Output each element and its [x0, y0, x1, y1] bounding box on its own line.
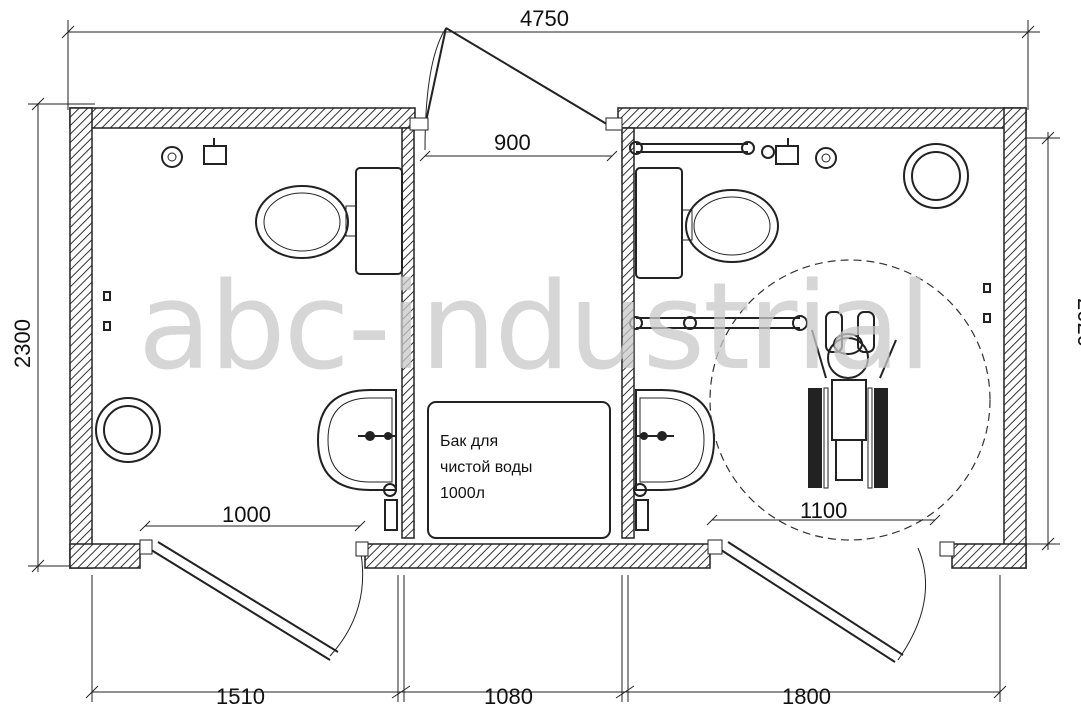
paper-holder-icon: [203, 138, 227, 165]
floor-drain-icon: [761, 145, 837, 169]
paper-holder-icon: [775, 138, 799, 165]
left-cabin-fixtures: [95, 138, 403, 531]
dim-overall-width: 4750: [520, 6, 569, 31]
water-tank: Бак для чистой воды 1000л: [427, 401, 611, 539]
walls: [69, 107, 1027, 569]
dim-width-right: 1800: [782, 684, 831, 709]
tank-label-line1: Бак для: [440, 433, 498, 450]
dim-width-center: 1080: [484, 684, 533, 709]
dim-door-center: 900: [494, 130, 531, 155]
doors: [139, 27, 955, 663]
vent-icon: [903, 143, 969, 209]
wheelchair-icon: [808, 311, 897, 489]
dim-height-left: 2300: [10, 319, 35, 368]
toilet-icon: [255, 167, 403, 275]
grab-bar-icon: [629, 315, 808, 331]
vent-icon: [95, 397, 161, 463]
dim-width-left: 1510: [216, 684, 265, 709]
watermark: abc-industrial: [138, 258, 930, 397]
dimension-labels: 4750 900 2300 2020 1000 1100 1510 1080 1…: [10, 6, 1081, 709]
toilet-icon: [635, 167, 779, 279]
soap-dispenser-icon: [633, 483, 649, 531]
sink-icon: [635, 389, 716, 491]
dim-door-left: 1000: [222, 502, 271, 527]
soap-dispenser-icon: [383, 483, 398, 531]
dim-height-right: 2020: [1073, 298, 1081, 347]
floor-drain-icon: [161, 146, 183, 168]
grab-hook-icon: [983, 283, 991, 323]
grab-hook-icon: [103, 291, 111, 331]
sink-icon: [316, 389, 397, 491]
tank-label-line3: 1000л: [440, 485, 485, 502]
right-cabin-fixtures: [629, 138, 991, 541]
tank-label-line2: чистой воды: [440, 459, 532, 476]
dimension-lines: [28, 20, 1060, 702]
dim-turning-circle: 1100: [800, 498, 847, 523]
grab-bar-icon: [629, 141, 755, 155]
wheelchair-turning-circle: [709, 259, 991, 541]
